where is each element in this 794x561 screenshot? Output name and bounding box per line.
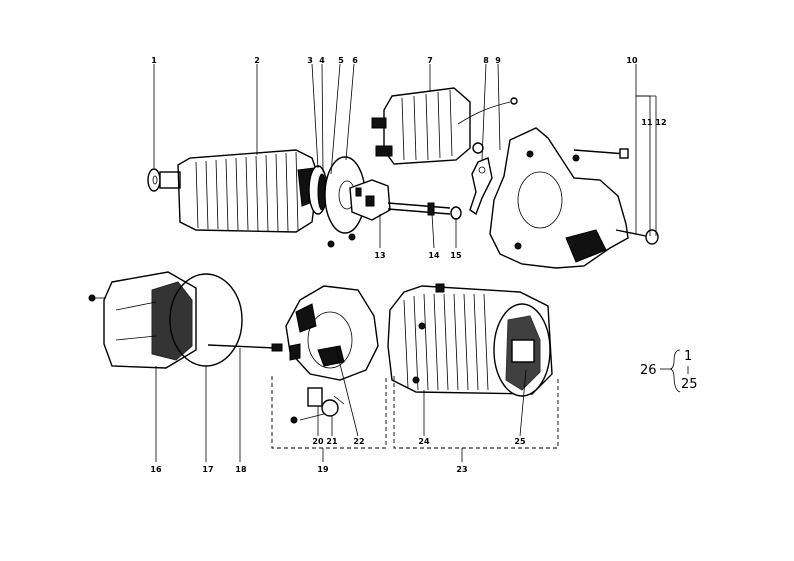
- label-23: 23: [456, 465, 467, 474]
- callout-labels: 1 2 3 4 5 6 7 8 9 10 11 12 13 14 15 16 1…: [150, 56, 666, 474]
- label-16: 16: [150, 465, 162, 474]
- label-14: 14: [428, 251, 440, 260]
- leader-lines: [153, 63, 657, 462]
- part-19-brush-end-assembly: [285, 285, 379, 424]
- label-4: 4: [319, 56, 325, 65]
- legend-item-25: 25: [681, 377, 698, 392]
- label-13: 13: [374, 251, 385, 260]
- part-7-solenoid: [371, 87, 518, 165]
- label-19: 19: [317, 465, 329, 474]
- label-3: 3: [307, 56, 313, 65]
- label-10: 10: [626, 56, 638, 65]
- part-8-fork-lever: [469, 157, 493, 216]
- label-24: 24: [418, 437, 430, 446]
- label-22: 22: [353, 437, 364, 446]
- label-21: 21: [326, 437, 338, 446]
- label-15: 15: [450, 251, 462, 260]
- part-15-washer: [450, 206, 462, 220]
- part-2-armature: [159, 149, 328, 233]
- part-14-shaft: [387, 202, 451, 216]
- label-18: 18: [235, 465, 247, 474]
- label-11: 11: [641, 118, 653, 127]
- label-6: 6: [352, 56, 358, 65]
- label-7: 7: [427, 56, 433, 65]
- label-17: 17: [202, 465, 213, 474]
- label-20: 20: [312, 437, 324, 446]
- part-18-through-bolt: [207, 343, 283, 352]
- label-5: 5: [338, 56, 344, 65]
- legend-group-number: 26: [640, 363, 657, 378]
- label-9: 9: [495, 56, 501, 65]
- label-12: 12: [655, 118, 666, 127]
- legend-item-1: 1: [684, 349, 692, 364]
- part-23-field-frame: [387, 283, 553, 397]
- part-13-bearing-bush: [349, 179, 391, 221]
- label-8: 8: [483, 56, 489, 65]
- label-2: 2: [254, 56, 260, 65]
- part-1-washer: [147, 168, 161, 192]
- label-1: 1: [151, 56, 157, 65]
- group-bracket-19: [271, 376, 387, 462]
- group-bracket-23: [393, 376, 559, 462]
- part-9-drive-end-housing: [489, 127, 659, 269]
- part-16-cover-band: [88, 271, 197, 369]
- label-25: 25: [514, 437, 526, 446]
- legend-26: 26 1 25: [640, 349, 698, 393]
